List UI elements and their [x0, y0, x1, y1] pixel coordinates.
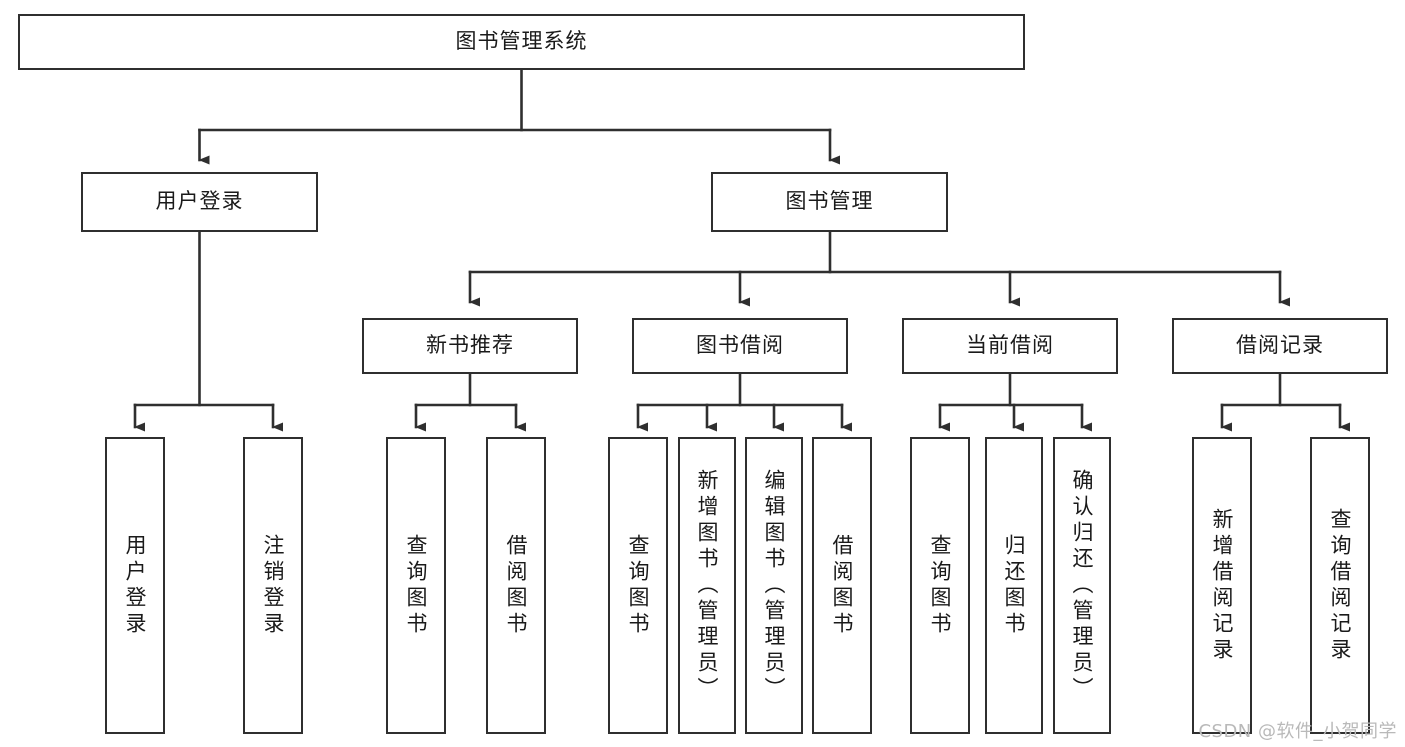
- node-leaf-logout-login-label: 注销登录: [261, 533, 286, 638]
- node-leaf-borrow-book-label: 借阅图书: [830, 533, 855, 638]
- node-leaf-logout-login[interactable]: 注销登录: [243, 437, 303, 734]
- node-leaf-query-book-recommend-label: 查询图书: [404, 533, 429, 638]
- node-new-book-recommend[interactable]: 新书推荐: [362, 318, 578, 374]
- node-leaf-add-book-admin-label: 新增图书（管理员）: [695, 468, 720, 703]
- node-leaf-edit-book-admin[interactable]: 编辑图书（管理员）: [745, 437, 803, 734]
- node-new-book-recommend-label: 新书推荐: [426, 333, 514, 358]
- node-leaf-query-book-recommend[interactable]: 查询图书: [386, 437, 446, 734]
- node-borrow-record-label: 借阅记录: [1236, 333, 1324, 358]
- node-borrow-record[interactable]: 借阅记录: [1172, 318, 1388, 374]
- node-leaf-query-book-current-label: 查询图书: [928, 533, 953, 638]
- node-leaf-query-book-borrow-label: 查询图书: [626, 533, 651, 638]
- node-leaf-query-borrow-record[interactable]: 查询借阅记录: [1310, 437, 1370, 734]
- node-leaf-add-borrow-record[interactable]: 新增借阅记录: [1192, 437, 1252, 734]
- node-leaf-query-borrow-record-label: 查询借阅记录: [1328, 507, 1353, 664]
- node-leaf-add-book-admin[interactable]: 新增图书（管理员）: [678, 437, 736, 734]
- node-current-borrow[interactable]: 当前借阅: [902, 318, 1118, 374]
- node-book-management[interactable]: 图书管理: [711, 172, 948, 232]
- node-leaf-borrow-book-recommend[interactable]: 借阅图书: [486, 437, 546, 734]
- node-leaf-add-borrow-record-label: 新增借阅记录: [1210, 507, 1235, 664]
- node-leaf-user-login-label: 用户登录: [123, 533, 148, 638]
- csdn-watermark: CSDN @软件_小贺同学: [1198, 721, 1397, 742]
- node-leaf-query-book-current[interactable]: 查询图书: [910, 437, 970, 734]
- node-root-label: 图书管理系统: [455, 29, 588, 54]
- node-leaf-user-login[interactable]: 用户登录: [105, 437, 165, 734]
- node-leaf-borrow-book[interactable]: 借阅图书: [812, 437, 872, 734]
- node-current-borrow-label: 当前借阅: [966, 333, 1054, 358]
- node-leaf-confirm-return-admin-label: 确认归还（管理员）: [1070, 468, 1095, 703]
- node-leaf-borrow-book-recommend-label: 借阅图书: [504, 533, 529, 638]
- node-leaf-return-book-label: 归还图书: [1002, 533, 1027, 638]
- node-leaf-confirm-return-admin[interactable]: 确认归还（管理员）: [1053, 437, 1111, 734]
- node-leaf-query-book-borrow[interactable]: 查询图书: [608, 437, 668, 734]
- node-user-login[interactable]: 用户登录: [81, 172, 318, 232]
- node-leaf-edit-book-admin-label: 编辑图书（管理员）: [762, 468, 787, 703]
- node-leaf-return-book[interactable]: 归还图书: [985, 437, 1043, 734]
- node-book-borrow[interactable]: 图书借阅: [632, 318, 848, 374]
- node-root[interactable]: 图书管理系统: [18, 14, 1025, 70]
- node-book-borrow-label: 图书借阅: [696, 333, 784, 358]
- node-user-login-label: 用户登录: [155, 189, 244, 214]
- node-book-management-label: 图书管理: [785, 189, 874, 214]
